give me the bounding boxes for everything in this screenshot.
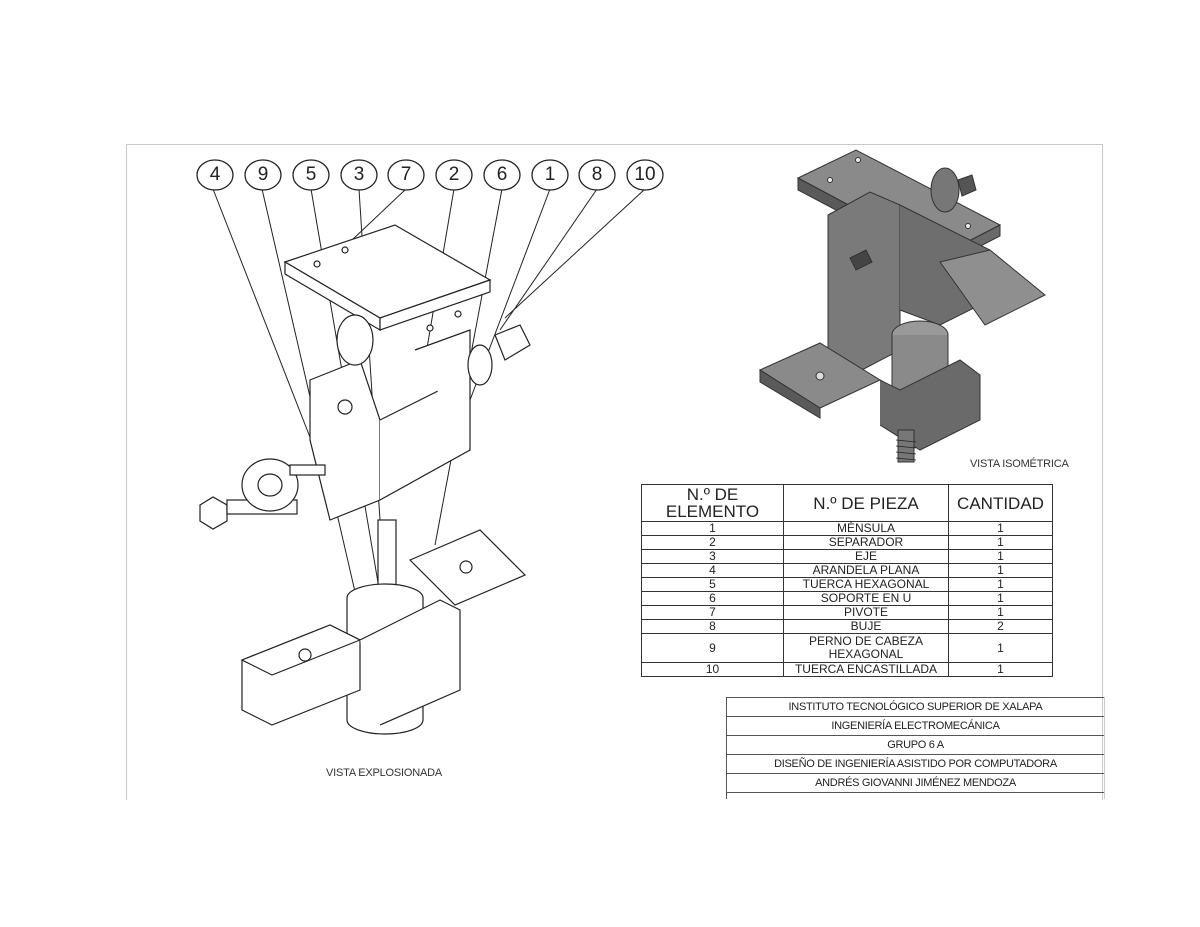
balloon-label: 1 — [544, 164, 556, 185]
bom-part: TUERCA HEXAGONAL — [783, 577, 949, 592]
bom-qty: 1 — [948, 605, 1053, 620]
bom-item: 10 — [641, 662, 784, 677]
bom-part: ARANDELA PLANA — [783, 563, 949, 578]
bom-part: PERNO DE CABEZA HEXAGONAL — [783, 633, 949, 663]
part-u-support — [309, 314, 471, 521]
balloon-label: 3 — [353, 164, 365, 185]
balloon-label: 2 — [448, 164, 460, 185]
exploded-view-label: VISTA EXPLOSIONADA — [326, 767, 443, 779]
balloon-circles — [196, 159, 664, 191]
balloon-label: 8 — [591, 164, 603, 185]
title-block-course: DISEÑO DE INGENIERÍA ASISTIDO POR COMPUT… — [727, 754, 1104, 773]
bom-item: 3 — [641, 549, 784, 564]
balloon-label: 9 — [257, 164, 269, 185]
title-block: INSTITUTO TECNOLÓGICO SUPERIOR DE XALAPA… — [726, 697, 1105, 799]
balloon-label: 7 — [400, 164, 412, 185]
bom-item: 2 — [641, 535, 784, 550]
bom-item: 7 — [641, 605, 784, 620]
bom-item: 4 — [641, 563, 784, 578]
bom-part: PIVOTE — [783, 605, 949, 620]
bom-qty: 1 — [948, 591, 1053, 606]
balloon-label: 4 — [209, 164, 221, 185]
bom-qty: 1 — [948, 577, 1053, 592]
bom-header-qty: CANTIDAD — [948, 484, 1053, 522]
balloon-label: 10 — [634, 164, 656, 185]
drawing-sheet — [126, 144, 1103, 800]
bom-header-part: N.º DE PIEZA — [783, 484, 949, 522]
bom-part: MÉNSULA — [783, 521, 949, 536]
bom-item: 8 — [641, 619, 784, 634]
bom-part: BUJE — [783, 619, 949, 634]
bom-part: SEPARADOR — [783, 535, 949, 550]
bom-part: TUERCA ENCASTILLADA — [783, 662, 949, 677]
bom-qty: 1 — [948, 549, 1053, 564]
title-block-author: ANDRÉS GIOVANNI JIMÉNEZ MENDOZA — [727, 773, 1104, 792]
bom-item: 6 — [641, 591, 784, 606]
balloon-label: 6 — [496, 164, 508, 185]
part-bottom-bracket — [240, 529, 527, 726]
bom-item: 9 — [641, 633, 784, 663]
bom-qty: 1 — [948, 521, 1053, 536]
bom-part: SOPORTE EN U — [783, 591, 949, 606]
bom-qty: 1 — [948, 535, 1053, 550]
bom-header-row: N.º DE ELEMENTO N.º DE PIEZA CANTIDAD — [641, 484, 1053, 522]
bom-qty: 1 — [948, 633, 1053, 663]
title-block-institution: INSTITUTO TECNOLÓGICO SUPERIOR DE XALAPA — [727, 697, 1104, 716]
balloon-label: 5 — [305, 164, 317, 185]
bom-qty: 1 — [948, 662, 1053, 677]
title-block-cut-row — [727, 792, 1104, 799]
bom-qty: 2 — [948, 619, 1053, 634]
bom-header-item: N.º DE ELEMENTO — [641, 484, 784, 522]
part-bracket-plate — [283, 224, 492, 332]
part-castle-nut — [467, 324, 531, 386]
bom-qty: 1 — [948, 563, 1053, 578]
bom-item: 1 — [641, 521, 784, 536]
bom-item: 5 — [641, 577, 784, 592]
isometric-view — [758, 149, 1046, 463]
title-block-program: INGENIERÍA ELECTROMECÁNICA — [727, 716, 1104, 735]
part-hex-bolt — [199, 458, 326, 530]
isometric-view-label: VISTA ISOMÉTRICA — [970, 458, 1069, 470]
title-block-group: GRUPO 6 A — [727, 735, 1104, 754]
bom-part: EJE — [783, 549, 949, 564]
